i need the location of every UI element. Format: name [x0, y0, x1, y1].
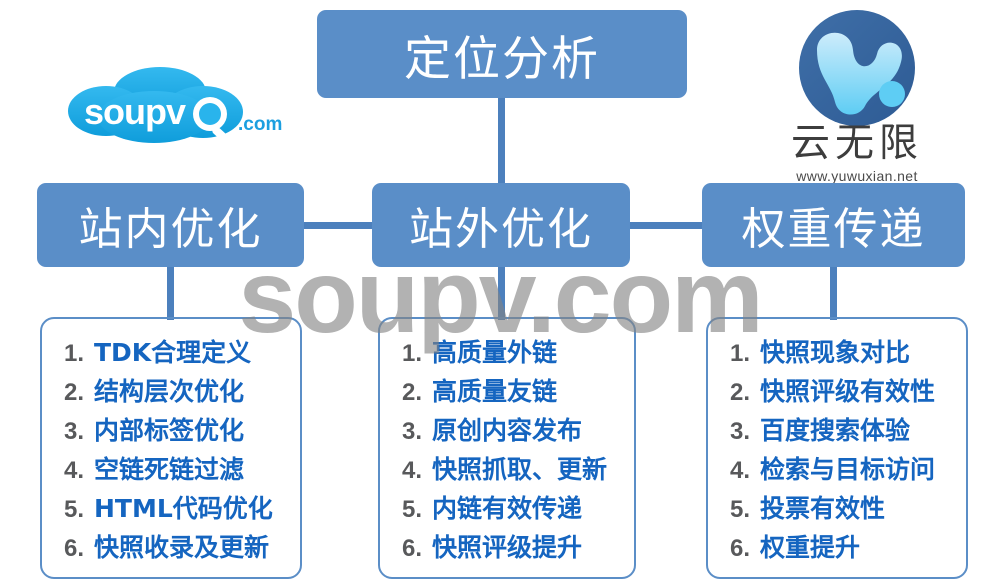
- list-card-onsite: 1. TDK合理定义 2. 结构层次优化 3. 内部标签优化 4. 空链死链过滤 5. H…: [40, 317, 302, 579]
- list-item-label: 检索与目标访问: [760, 455, 936, 484]
- list-item[interactable]: 4. 快照抓取、更新: [402, 450, 634, 489]
- list-card-weight: 1. 快照现象对比 2. 快照评级有效性 3. 百度搜索体验 4. 检索与目标访问 5.…: [706, 317, 968, 579]
- svg-text:soupv: soupv: [84, 91, 186, 132]
- list-item-number: 4.: [402, 457, 423, 484]
- list-item-label: 空链死链过滤: [94, 455, 245, 484]
- node-branch-onsite-label: 站内优化: [78, 204, 263, 255]
- list-item[interactable]: 4. 检索与目标访问: [730, 450, 966, 489]
- list-weight: 1. 快照现象对比 2. 快照评级有效性 3. 百度搜索体验 4. 检索与目标访问 5.…: [708, 333, 966, 567]
- list-item-label: 结构层次优化: [94, 377, 245, 406]
- list-item-number: 1.: [730, 340, 751, 367]
- list-item-number: 5.: [402, 496, 423, 523]
- list-item[interactable]: 3. 原创内容发布: [402, 411, 634, 450]
- list-item-number: 4.: [730, 457, 751, 484]
- list-item-number: 5.: [730, 496, 751, 523]
- node-branch-onsite[interactable]: 站内优化: [37, 183, 304, 267]
- list-item[interactable]: 1. 快照现象对比: [730, 333, 966, 372]
- list-item-number: 2.: [64, 379, 85, 406]
- list-item-label: 高质量友链: [432, 377, 558, 406]
- list-item-label: 快照抓取、更新: [432, 455, 608, 484]
- connector-left-branch-to-list: [167, 262, 174, 320]
- connector-root-to-middle: [498, 96, 505, 188]
- list-item-label: 内部标签优化: [94, 416, 245, 445]
- magnifier-icon: [193, 97, 230, 143]
- list-item-number: 2.: [402, 379, 423, 406]
- list-item[interactable]: 2. 快照评级有效性: [730, 372, 966, 411]
- soupv-logo: soupv .com: [58, 62, 286, 158]
- connector-middle-to-right: [622, 222, 710, 229]
- list-item[interactable]: 1. TDK合理定义: [64, 333, 300, 372]
- connector-left-to-middle: [296, 222, 380, 229]
- list-item-label: 内链有效传递: [432, 494, 583, 523]
- list-item[interactable]: 2. 结构层次优化: [64, 372, 300, 411]
- list-item[interactable]: 5. 内链有效传递: [402, 489, 634, 528]
- list-item[interactable]: 5. HTML代码优化: [64, 489, 300, 528]
- list-item[interactable]: 2. 高质量友链: [402, 372, 634, 411]
- circle-y-mark-icon: [799, 10, 915, 126]
- list-item-number: 1.: [402, 340, 423, 367]
- list-item-number: 1.: [64, 340, 85, 367]
- list-offsite: 1. 高质量外链 2. 高质量友链 3. 原创内容发布 4. 快照抓取、更新 5. 内链有…: [380, 333, 634, 567]
- connector-right-branch-to-list: [830, 262, 837, 320]
- list-item[interactable]: 1. 高质量外链: [402, 333, 634, 372]
- list-card-offsite: 1. 高质量外链 2. 高质量友链 3. 原创内容发布 4. 快照抓取、更新 5. 内链有…: [378, 317, 636, 579]
- list-item-label: 高质量外链: [432, 338, 558, 367]
- list-item[interactable]: 3. 百度搜索体验: [730, 411, 966, 450]
- list-item-number: 5.: [64, 496, 85, 523]
- list-item-label: 原创内容发布: [432, 416, 583, 445]
- list-item-label: 投票有效性: [760, 494, 886, 523]
- list-item-label: 百度搜索体验: [760, 416, 911, 445]
- list-item-label: 快照收录及更新: [94, 533, 270, 562]
- list-item-label: 快照现象对比: [760, 338, 911, 367]
- node-branch-weight[interactable]: 权重传递: [702, 183, 965, 267]
- cloud-shape-icon: [68, 67, 243, 143]
- list-item-number: 3.: [730, 418, 751, 445]
- list-item[interactable]: 5. 投票有效性: [730, 489, 966, 528]
- list-item[interactable]: 6. 快照收录及更新: [64, 528, 300, 567]
- node-branch-weight-label: 权重传递: [741, 204, 926, 255]
- node-root-label: 定位分析: [404, 31, 600, 87]
- list-item-label: 权重提升: [760, 533, 861, 562]
- logo-url-text: www.yuwuxian.net: [796, 168, 918, 184]
- logo-brand-text: 云无限: [790, 121, 923, 166]
- connector-middle-branch-to-list: [498, 262, 505, 320]
- list-item-number: 2.: [730, 379, 751, 406]
- node-branch-offsite[interactable]: 站外优化: [372, 183, 630, 267]
- list-item-number: 4.: [64, 457, 85, 484]
- node-root[interactable]: 定位分析: [317, 10, 687, 98]
- list-item[interactable]: 6. 快照评级提升: [402, 528, 634, 567]
- list-item-label: 快照评级提升: [432, 533, 583, 562]
- list-item[interactable]: 3. 内部标签优化: [64, 411, 300, 450]
- list-item-number: 3.: [64, 418, 85, 445]
- svg-text:.com: .com: [238, 114, 282, 135]
- list-item[interactable]: 4. 空链死链过滤: [64, 450, 300, 489]
- list-item-number: 6.: [64, 535, 85, 562]
- list-item-label: 快照评级有效性: [760, 377, 936, 406]
- node-branch-offsite-label: 站外优化: [409, 204, 593, 255]
- list-item-number: 6.: [402, 535, 423, 562]
- list-item-number: 3.: [402, 418, 423, 445]
- list-item-label: HTML代码优化: [94, 494, 273, 523]
- yuwuxian-logo: 云无限 www.yuwuxian.net: [752, 6, 962, 184]
- list-item[interactable]: 6. 权重提升: [730, 528, 966, 567]
- list-item-number: 6.: [730, 535, 751, 562]
- list-item-label: TDK合理定义: [94, 338, 252, 367]
- list-onsite: 1. TDK合理定义 2. 结构层次优化 3. 内部标签优化 4. 空链死链过滤 5. H…: [42, 333, 300, 567]
